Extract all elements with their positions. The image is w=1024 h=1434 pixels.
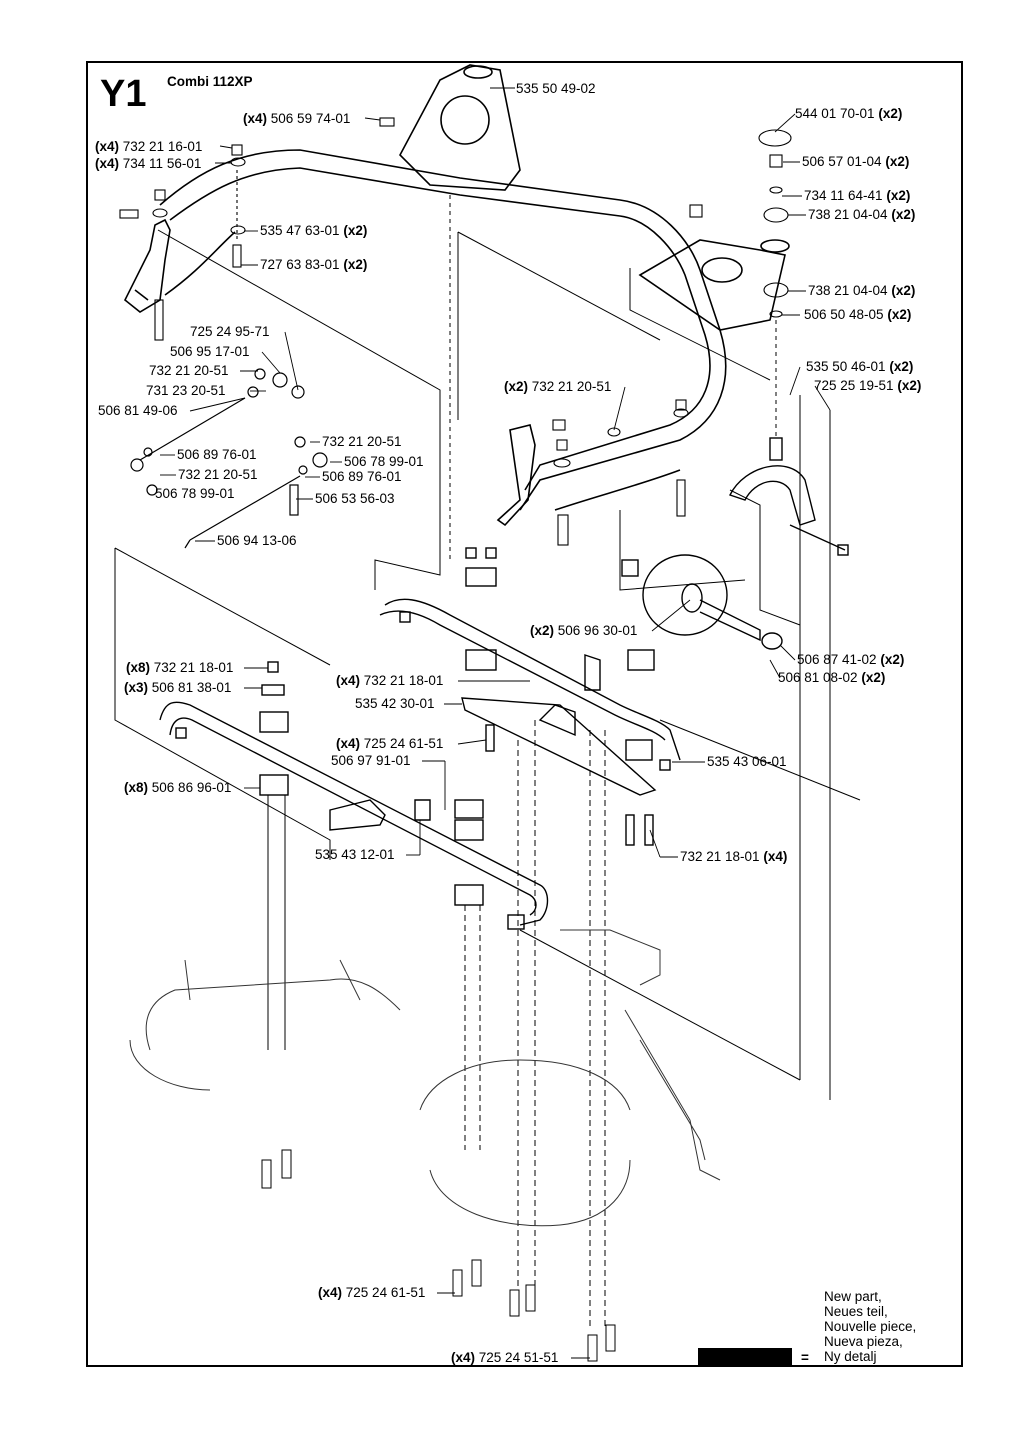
part-label: 535 43 06-01	[707, 754, 787, 769]
part-label: (x2) 732 21 20-51	[504, 379, 612, 394]
part-label: 732 21 18-01 (x4)	[680, 849, 788, 864]
legend-line: Ny detalj	[824, 1349, 877, 1364]
bolt-centerlines	[261, 195, 777, 1362]
legend-new-part-swatch	[698, 1348, 792, 1366]
part-label: 535 43 12-01	[315, 847, 395, 862]
section-divider-lines	[114, 229, 861, 1100]
part-label: (x4) 725 24 61-51	[318, 1285, 426, 1300]
part-label: 506 53 56-03	[315, 491, 395, 506]
part-label: (x4) 725 24 61-51	[336, 736, 444, 751]
part-label: 535 50 49-02	[516, 81, 596, 96]
part-label: 732 21 20-51	[322, 434, 402, 449]
steering-linkage	[130, 368, 328, 549]
part-label: 506 78 99-01	[155, 486, 235, 501]
legend-line: Nouvelle piece,	[824, 1319, 917, 1334]
frame-hardware	[119, 117, 792, 546]
deck-lift-assembly	[159, 547, 681, 930]
legend-text: New part, Neues teil, Nouvelle piece, Nu…	[824, 1289, 916, 1364]
mower-deck-outline	[129, 929, 721, 1227]
caster-wheel-assembly	[621, 437, 849, 650]
part-label: 727 63 83-01 (x2)	[260, 257, 368, 272]
part-label: 506 81 49-06	[98, 403, 178, 418]
part-label: 506 50 48-05 (x2)	[804, 307, 912, 322]
part-label: 506 57 01-04 (x2)	[802, 154, 910, 169]
part-label: 544 01 70-01 (x2)	[795, 106, 903, 121]
model-name: Combi 112XP	[167, 74, 253, 89]
part-label: (x3) 506 81 38-01	[124, 680, 232, 695]
part-label: (x4) 506 59 74-01	[243, 111, 351, 126]
part-label: 506 89 76-01	[322, 469, 402, 484]
part-label: 535 47 63-01 (x2)	[260, 223, 368, 238]
part-label: 738 21 04-04 (x2)	[808, 283, 916, 298]
part-label: 506 97 91-01	[331, 753, 411, 768]
legend-line: New part,	[824, 1289, 882, 1304]
part-label: 731 23 20-51	[146, 383, 226, 398]
part-label: 725 25 19-51 (x2)	[814, 378, 922, 393]
part-label: 738 21 04-04 (x2)	[808, 207, 916, 222]
part-label: 732 21 20-51	[178, 467, 258, 482]
page-code: Y1	[100, 73, 147, 115]
legend-equals: =	[801, 1350, 809, 1365]
part-label: (x4) 734 11 56-01	[95, 156, 202, 171]
part-label: (x4) 725 24 51-51	[451, 1350, 559, 1365]
part-label: (x2) 506 96 30-01	[530, 623, 638, 638]
part-label: (x4) 732 21 18-01	[336, 673, 444, 688]
part-label: 506 95 17-01	[170, 344, 250, 359]
part-label: 732 21 20-51	[149, 363, 229, 378]
part-label: (x8) 732 21 18-01	[126, 660, 234, 675]
part-label: 734 11 64-41 (x2)	[804, 188, 911, 203]
page-frame	[86, 61, 963, 1367]
part-label: 535 42 30-01	[355, 696, 435, 711]
part-label: (x4) 732 21 16-01	[95, 139, 203, 154]
leader-lines	[160, 87, 831, 1359]
part-label: 506 81 08-02 (x2)	[778, 670, 886, 685]
legend-line: Neues teil,	[824, 1304, 888, 1319]
part-label: 506 89 76-01	[177, 447, 257, 462]
part-label: 506 94 13-06	[217, 533, 297, 548]
part-label: 506 78 99-01	[344, 454, 424, 469]
part-label: 725 24 95-71	[190, 324, 270, 339]
part-label: 535 50 46-01 (x2)	[806, 359, 914, 374]
part-label: (x8) 506 86 96-01	[124, 780, 232, 795]
part-label: 506 87 41-02 (x2)	[797, 652, 905, 667]
legend-line: Nueva pieza,	[824, 1334, 903, 1349]
